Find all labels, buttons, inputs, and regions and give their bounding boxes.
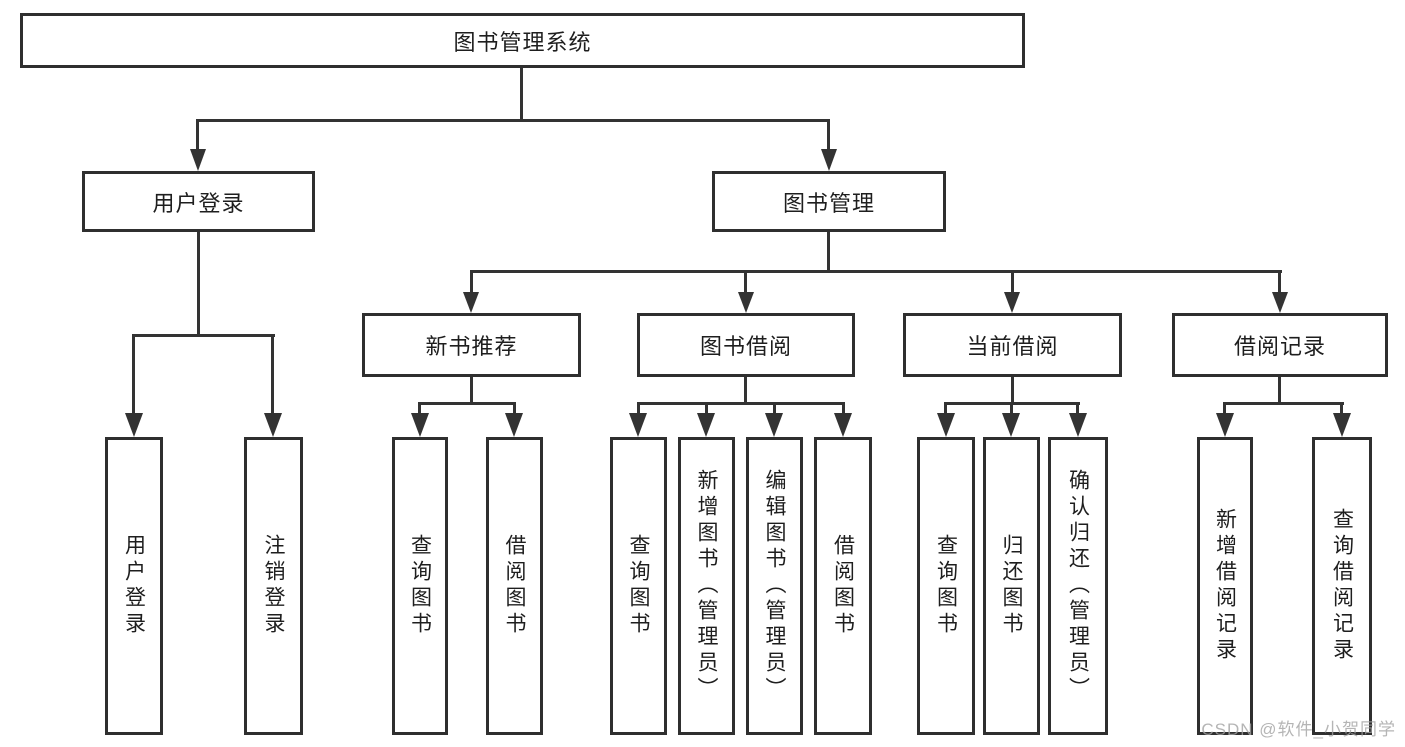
leaf-recommend-borrow-book-label: 借阅图书 <box>503 534 526 638</box>
leaf-borrow-borrow-book-label: 借阅图书 <box>831 534 855 638</box>
node-borrow-record-label: 借阅记录 <box>1233 334 1326 359</box>
arrow-down-icon <box>1216 413 1234 437</box>
connector-borrowrecord-stem <box>1278 377 1281 405</box>
connector-root-drop-right <box>827 119 830 150</box>
arrow-down-icon <box>1004 292 1020 313</box>
leaf-borrow-query-book: 查询图书 <box>610 437 667 735</box>
arrow-down-icon <box>1002 413 1020 437</box>
connector-newbook-bar <box>418 402 516 405</box>
connector-bookmgmt-drop-2 <box>744 270 747 293</box>
connector-bookmgmt-drop-1 <box>470 270 473 293</box>
node-book-borrow-label: 图书借阅 <box>699 334 792 359</box>
connector-borrowrecord-drop-1 <box>1223 402 1226 414</box>
connector-userlogin-stem <box>197 232 200 337</box>
watermark: CSDN @软件_小贺同学 <box>1201 720 1396 739</box>
connector-root-stem <box>520 68 523 120</box>
connector-userlogin-drop-2 <box>271 334 274 414</box>
connector-borrowrecord-bar <box>1223 402 1344 405</box>
leaf-return-book-label: 归还图书 <box>1000 534 1023 638</box>
connector-newbook-stem <box>470 377 473 405</box>
arrow-down-icon <box>1333 413 1351 437</box>
arrow-down-icon <box>765 413 783 437</box>
leaf-recommend-query-book: 查询图书 <box>392 437 448 735</box>
arrow-down-icon <box>629 413 647 437</box>
connector-bookborrow-drop-3 <box>773 402 776 414</box>
node-current-borrow: 当前借阅 <box>903 313 1122 377</box>
node-new-book-recommend: 新书推荐 <box>362 313 581 377</box>
node-root-label: 图书管理系统 <box>453 29 592 55</box>
node-new-book-recommend-label: 新书推荐 <box>425 334 518 359</box>
arrow-down-icon <box>463 292 479 313</box>
node-user-login-label: 用户登录 <box>152 190 245 216</box>
leaf-query-borrow-record: 查询借阅记录 <box>1312 437 1372 735</box>
leaf-logout: 注销登录 <box>244 437 303 735</box>
node-root: 图书管理系统 <box>20 13 1025 68</box>
connector-currentborrow-drop-3 <box>1076 402 1079 414</box>
arrow-down-icon <box>1272 292 1288 313</box>
leaf-edit-book-admin-label: 编辑图书（管理员） <box>763 469 786 703</box>
connector-borrowrecord-drop-2 <box>1340 402 1343 414</box>
connector-bookmgmt-drop-3 <box>1011 270 1014 293</box>
arrow-down-icon <box>697 413 715 437</box>
arrow-down-icon <box>505 413 523 437</box>
leaf-confirm-return-admin: 确认归还（管理员） <box>1048 437 1108 735</box>
leaf-query-borrow-record-label: 查询借阅记录 <box>1330 508 1354 664</box>
node-borrow-record: 借阅记录 <box>1172 313 1388 377</box>
node-book-management: 图书管理 <box>712 171 946 232</box>
connector-bookborrow-drop-4 <box>842 402 845 414</box>
leaf-confirm-return-admin-label: 确认归还（管理员） <box>1066 469 1090 703</box>
leaf-recommend-query-book-label: 查询图书 <box>408 534 432 638</box>
connector-root-bar <box>196 119 830 122</box>
leaf-add-borrow-record: 新增借阅记录 <box>1197 437 1253 735</box>
leaf-user-login: 用户登录 <box>105 437 163 735</box>
node-book-management-label: 图书管理 <box>782 190 875 216</box>
arrow-down-icon <box>834 413 852 437</box>
connector-bookmgmt-stem <box>827 232 830 273</box>
leaf-add-borrow-record-label: 新增借阅记录 <box>1213 508 1237 664</box>
connector-userlogin-drop-1 <box>132 334 135 414</box>
connector-currentborrow-drop-1 <box>944 402 947 414</box>
connector-currentborrow-stem <box>1011 377 1014 405</box>
leaf-logout-label: 注销登录 <box>262 534 285 638</box>
leaf-current-query-book: 查询图书 <box>917 437 975 735</box>
arrow-down-icon <box>411 413 429 437</box>
arrow-down-icon <box>125 413 143 437</box>
leaf-add-book-admin-label: 新增图书（管理员） <box>695 469 718 703</box>
connector-bookmgmt-bar <box>470 270 1282 273</box>
arrow-down-icon <box>264 413 282 437</box>
node-user-login: 用户登录 <box>82 171 315 232</box>
arrow-down-icon <box>190 149 206 171</box>
leaf-user-login-label: 用户登录 <box>122 534 146 638</box>
connector-userlogin-bar <box>132 334 275 337</box>
connector-currentborrow-drop-2 <box>1010 402 1013 414</box>
leaf-recommend-borrow-book: 借阅图书 <box>486 437 543 735</box>
connector-root-drop-left <box>196 119 199 150</box>
leaf-edit-book-admin: 编辑图书（管理员） <box>746 437 803 735</box>
arrow-down-icon <box>937 413 955 437</box>
node-book-borrow: 图书借阅 <box>637 313 855 377</box>
arrow-down-icon <box>738 292 754 313</box>
connector-bookborrow-drop-2 <box>705 402 708 414</box>
leaf-return-book: 归还图书 <box>983 437 1040 735</box>
connector-bookborrow-bar <box>637 402 845 405</box>
leaf-borrow-borrow-book: 借阅图书 <box>814 437 872 735</box>
connector-bookborrow-stem <box>744 377 747 405</box>
leaf-borrow-query-book-label: 查询图书 <box>627 534 650 638</box>
leaf-add-book-admin: 新增图书（管理员） <box>678 437 735 735</box>
connector-newbook-drop-1 <box>418 402 421 414</box>
connector-newbook-drop-2 <box>513 402 516 414</box>
node-current-borrow-label: 当前借阅 <box>966 334 1059 359</box>
connector-bookmgmt-drop-4 <box>1278 270 1281 293</box>
connector-bookborrow-drop-1 <box>637 402 640 414</box>
arrow-down-icon <box>821 149 837 171</box>
arrow-down-icon <box>1069 413 1087 437</box>
leaf-current-query-book-label: 查询图书 <box>934 534 958 638</box>
